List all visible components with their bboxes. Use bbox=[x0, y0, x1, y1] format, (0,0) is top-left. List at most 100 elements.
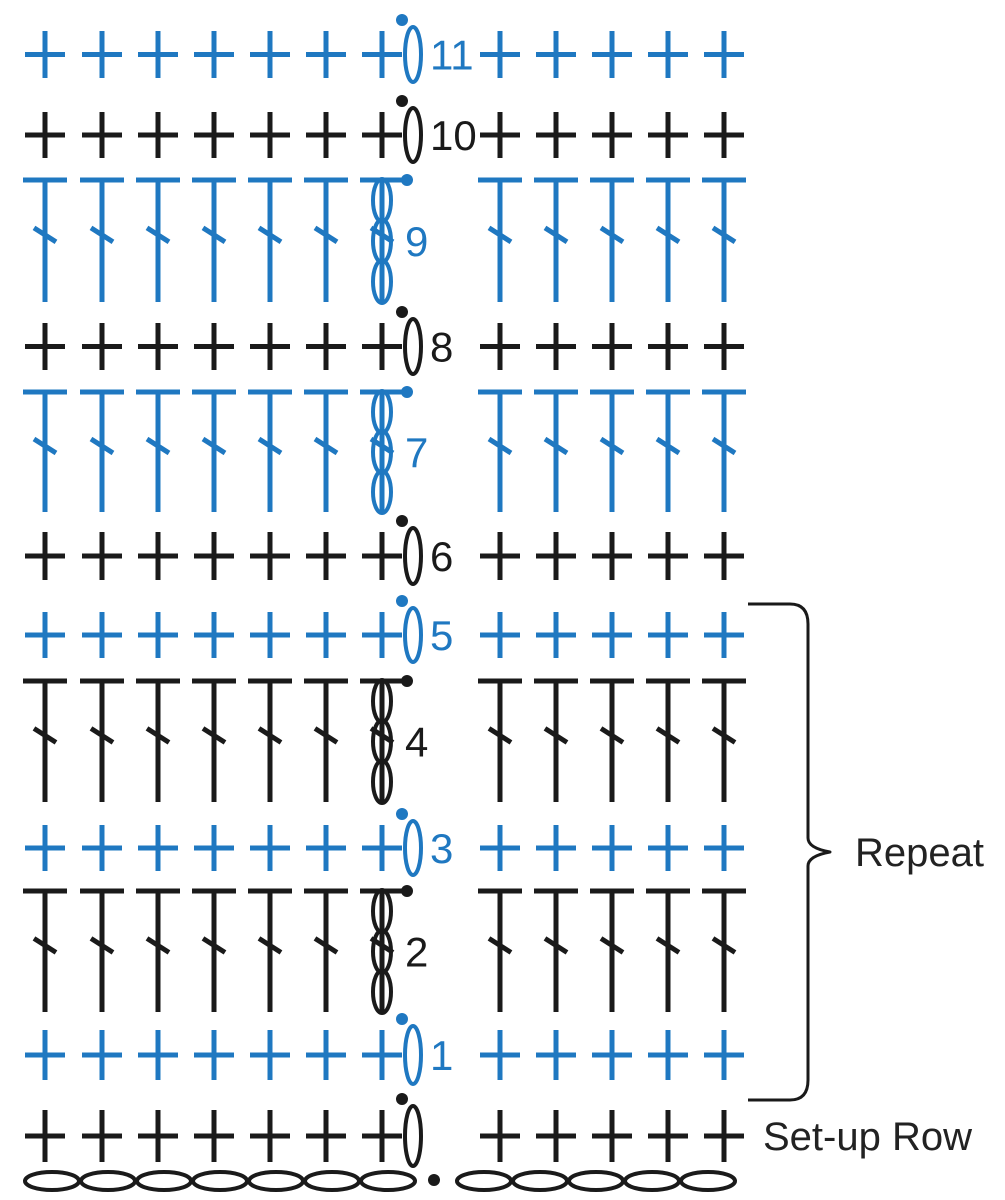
row-label: 10 bbox=[430, 112, 477, 159]
stitch-row: 9 bbox=[23, 174, 746, 305]
stitch-row: 2 bbox=[23, 885, 746, 1015]
row-label: Set-up Row bbox=[763, 1115, 972, 1159]
treble-crochet-stitch bbox=[590, 389, 634, 512]
single-crochet-stitch bbox=[480, 612, 520, 658]
treble-crochet-stitch bbox=[646, 678, 690, 802]
turning-chain bbox=[396, 306, 423, 376]
treble-crochet-stitch bbox=[590, 678, 634, 802]
single-crochet-stitch bbox=[362, 532, 402, 580]
treble-crochet-stitch bbox=[23, 389, 67, 512]
single-crochet-stitch bbox=[648, 323, 688, 370]
chain-loop bbox=[403, 819, 423, 877]
row-label: 9 bbox=[405, 218, 428, 265]
single-crochet-stitch bbox=[704, 112, 744, 158]
stitch-slash bbox=[257, 225, 283, 245]
single-crochet-stitch bbox=[592, 323, 632, 370]
foundation-chain-stitch bbox=[623, 1170, 681, 1192]
stitch-row: 8 bbox=[25, 306, 744, 376]
stitch-slash bbox=[201, 936, 227, 955]
single-crochet-stitch bbox=[648, 825, 688, 871]
stitch-slash bbox=[599, 936, 625, 955]
row-label: 4 bbox=[405, 719, 428, 766]
single-crochet-stitch bbox=[592, 532, 632, 580]
single-crochet-stitch bbox=[704, 825, 744, 871]
repeat-bracket: Repeat bbox=[748, 602, 984, 1102]
foundation-chain-stitch bbox=[359, 1170, 417, 1192]
stitch-slash bbox=[145, 225, 171, 245]
treble-crochet-stitch bbox=[478, 389, 522, 512]
single-crochet-stitch bbox=[250, 612, 290, 658]
stitch-slash bbox=[32, 436, 58, 456]
slip-dot bbox=[401, 885, 413, 897]
stitch-slash bbox=[487, 436, 513, 456]
single-crochet-stitch bbox=[194, 112, 234, 158]
stitch-slash bbox=[599, 726, 625, 745]
treble-crochet-stitch bbox=[192, 888, 236, 1012]
treble-crochet-stitch bbox=[248, 177, 292, 302]
treble-crochet-stitch bbox=[360, 389, 404, 512]
turning-chain bbox=[371, 885, 413, 1015]
treble-crochet-stitch bbox=[304, 389, 348, 512]
treble-crochet-stitch bbox=[23, 888, 67, 1012]
chain-loop bbox=[403, 25, 423, 84]
foundation-chain bbox=[23, 1170, 737, 1192]
treble-crochet-stitch bbox=[646, 888, 690, 1012]
single-crochet-stitch bbox=[592, 31, 632, 78]
stitch-slash bbox=[711, 726, 737, 745]
single-crochet-stitch bbox=[480, 1030, 520, 1080]
foundation-chain-stitch bbox=[135, 1170, 193, 1192]
turning-chain bbox=[396, 595, 423, 664]
stitch-row: 10 bbox=[25, 95, 744, 164]
stitch-slash bbox=[543, 936, 569, 955]
slip-dot bbox=[401, 386, 413, 398]
single-crochet-stitch bbox=[536, 1110, 576, 1162]
single-crochet-stitch bbox=[592, 825, 632, 871]
stitch-row: 4 bbox=[23, 675, 746, 805]
stitch-slash bbox=[32, 936, 58, 955]
treble-crochet-stitch bbox=[360, 888, 404, 1012]
single-crochet-stitch bbox=[480, 1110, 520, 1162]
single-crochet-stitch bbox=[250, 825, 290, 871]
turning-chain bbox=[371, 386, 413, 515]
stitch-slash bbox=[711, 225, 737, 245]
stitch-row: 6 bbox=[25, 515, 744, 586]
stitch-row: Set-up Row bbox=[25, 1093, 972, 1168]
single-crochet-stitch bbox=[138, 825, 178, 871]
single-crochet-stitch bbox=[480, 31, 520, 78]
single-crochet-stitch bbox=[362, 31, 402, 78]
foundation-chain-stitch bbox=[455, 1170, 513, 1192]
stitch-slash bbox=[201, 436, 227, 456]
single-crochet-stitch bbox=[362, 1030, 402, 1080]
stitch-slash bbox=[89, 225, 115, 245]
stitch-slash bbox=[599, 436, 625, 456]
row-label: 6 bbox=[430, 533, 453, 580]
slip-dot bbox=[396, 1093, 408, 1105]
treble-crochet-stitch bbox=[702, 389, 746, 512]
single-crochet-stitch bbox=[306, 112, 346, 158]
turning-chain bbox=[396, 14, 423, 84]
foundation-chain-stitch bbox=[511, 1170, 569, 1192]
single-crochet-stitch bbox=[194, 1110, 234, 1162]
treble-crochet-stitch bbox=[702, 678, 746, 802]
treble-crochet-stitch bbox=[80, 389, 124, 512]
stitch-slash bbox=[655, 936, 681, 955]
stitch-slash bbox=[487, 225, 513, 245]
slip-dot bbox=[401, 675, 413, 687]
stitch-slash bbox=[257, 936, 283, 955]
foundation-chain-stitch bbox=[79, 1170, 137, 1192]
treble-crochet-stitch bbox=[360, 177, 404, 302]
single-crochet-stitch bbox=[194, 532, 234, 580]
single-crochet-stitch bbox=[648, 112, 688, 158]
single-crochet-stitch bbox=[306, 612, 346, 658]
stitch-slash bbox=[543, 436, 569, 456]
treble-crochet-stitch bbox=[646, 177, 690, 302]
foundation-chain-stitch bbox=[567, 1170, 625, 1192]
stitch-slash bbox=[313, 726, 339, 745]
single-crochet-stitch bbox=[82, 1030, 122, 1080]
single-crochet-stitch bbox=[362, 612, 402, 658]
turning-chain bbox=[396, 808, 423, 877]
row-label: 11 bbox=[430, 32, 474, 79]
single-crochet-stitch bbox=[138, 612, 178, 658]
turning-chain bbox=[371, 174, 413, 305]
treble-crochet-stitch bbox=[248, 888, 292, 1012]
